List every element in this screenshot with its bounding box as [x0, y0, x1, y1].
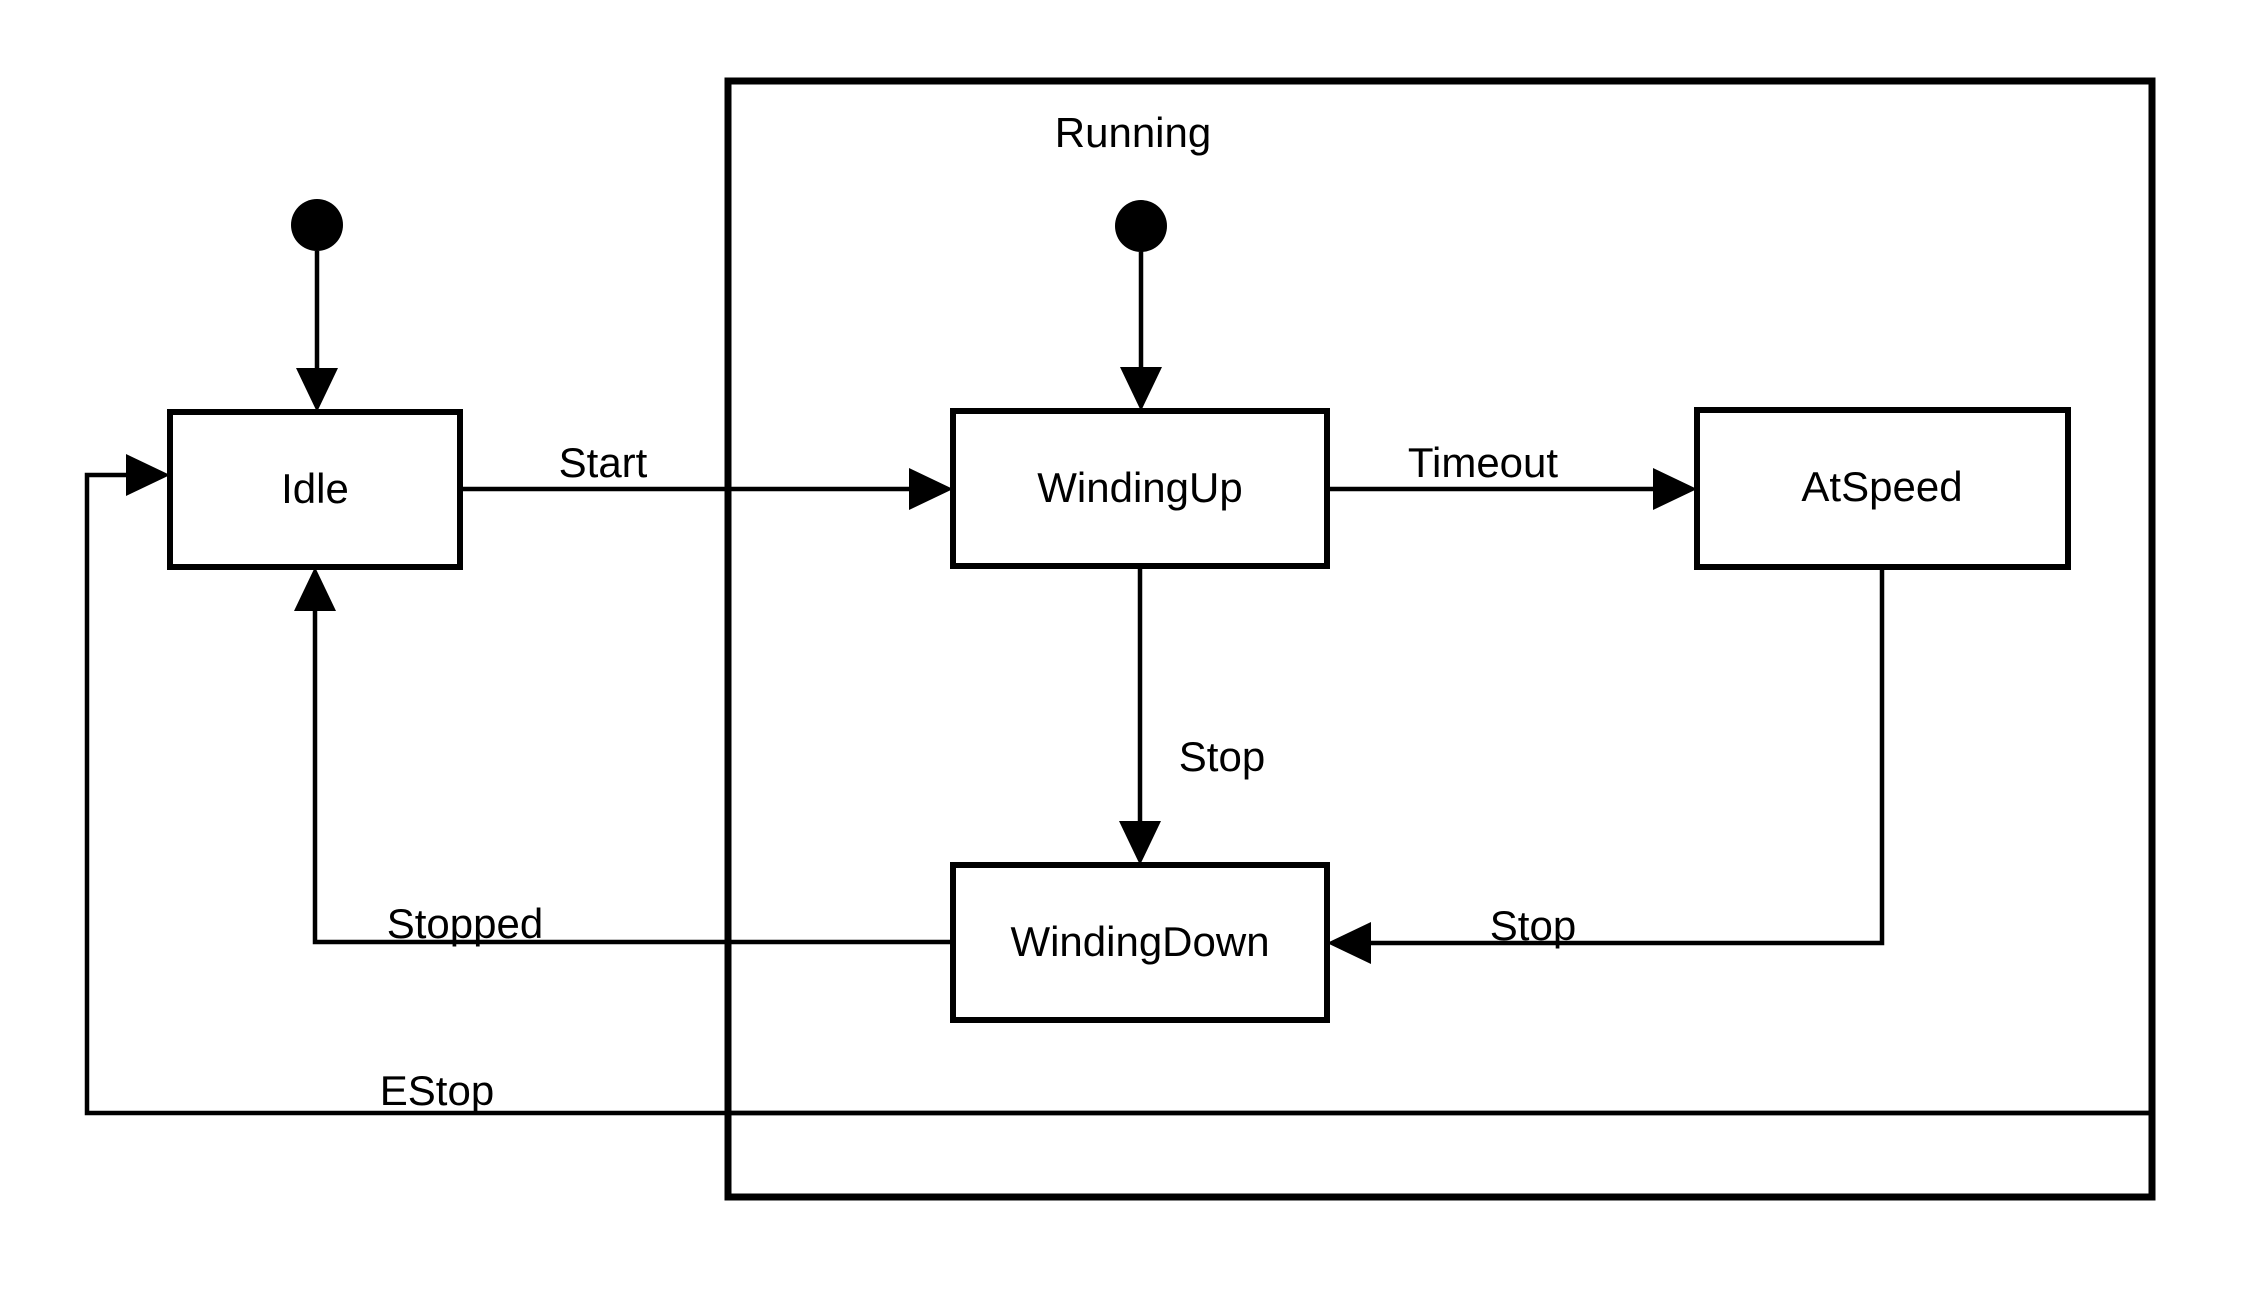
transition-estop-label: EStop — [380, 1067, 494, 1114]
transition-stop-atspeed-line — [1356, 567, 1885, 946]
arrowhead-estop — [126, 454, 170, 496]
state-atspeed-label: AtSpeed — [1801, 463, 1962, 510]
arrowhead-initial-to-windingup — [1120, 367, 1162, 411]
state-windingup[interactable] — [950, 408, 1330, 569]
composite-state-running[interactable] — [724, 77, 2156, 1201]
arrowhead-stopped — [294, 567, 336, 611]
state-windingup-label: WindingUp — [1037, 464, 1242, 511]
transition-stop-atspeed-label: Stop — [1490, 902, 1576, 949]
arrowhead-start — [909, 468, 953, 510]
state-idle-label: Idle — [281, 465, 349, 512]
transition-stop-vertical-label: Stop — [1179, 733, 1265, 780]
initial-pseudostate-icon-top — [291, 199, 343, 251]
composite-state-running-outline — [724, 77, 2156, 1201]
arrowhead-stop-vertical — [1119, 821, 1161, 865]
initial-pseudostate-icon-running — [1115, 200, 1167, 252]
transition-stopped-label: Stopped — [387, 900, 543, 947]
transition-start-label: Start — [559, 439, 648, 486]
state-windingdown-label: WindingDown — [1010, 918, 1269, 965]
composite-state-running-label: Running — [1055, 109, 1211, 156]
transition-timeout-label: Timeout — [1408, 439, 1558, 486]
arrowhead-initial-to-idle — [296, 368, 338, 412]
state-windingdown[interactable] — [950, 862, 1330, 1023]
transition-stopped-line — [312, 596, 953, 945]
arrowhead-timeout — [1653, 468, 1697, 510]
state-atspeed[interactable] — [1694, 407, 2071, 570]
arrowhead-stop-atspeed — [1327, 922, 1371, 964]
